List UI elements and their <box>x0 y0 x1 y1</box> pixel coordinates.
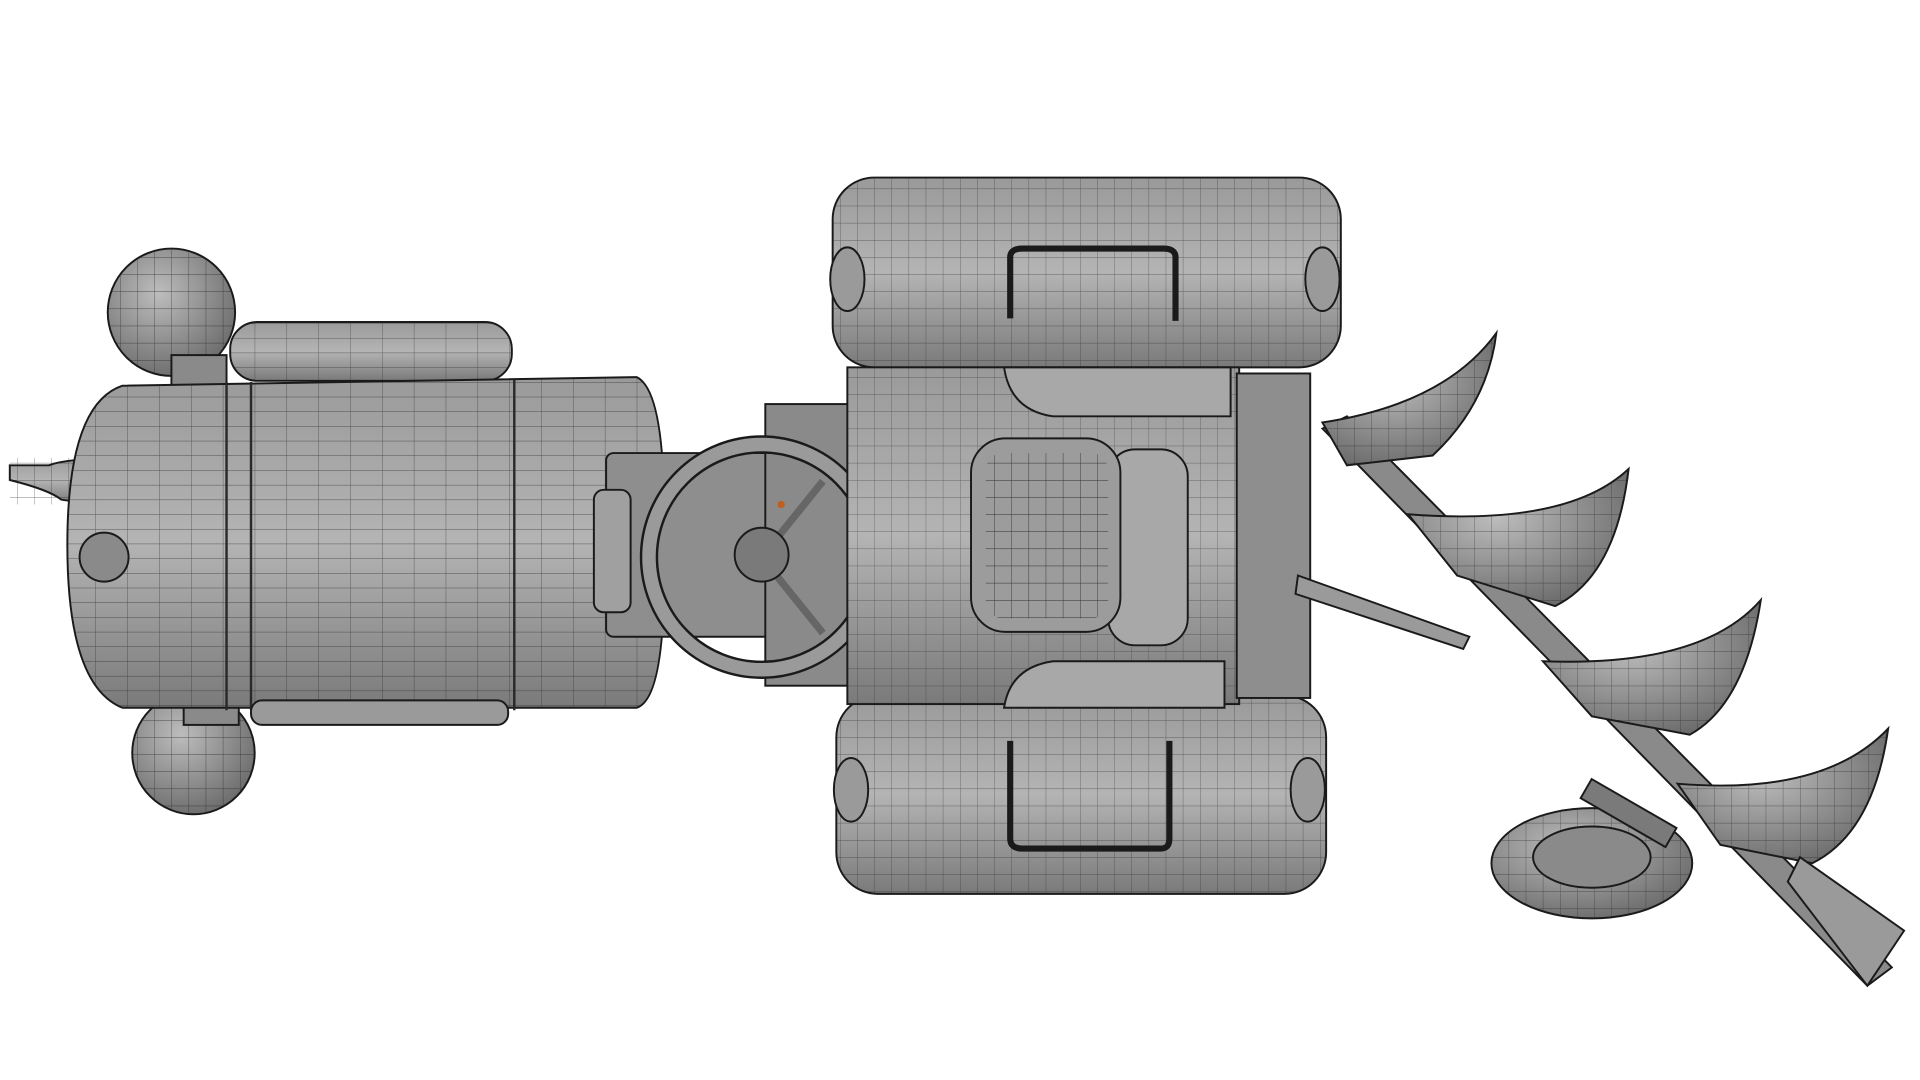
gauge-wheel <box>1490 777 1694 920</box>
seat <box>970 437 1189 647</box>
indicator-light <box>777 500 785 509</box>
engine-hood <box>66 376 666 726</box>
mouldboard <box>1320 329 1890 865</box>
rear-wheel-left <box>829 176 1342 369</box>
plough <box>1294 329 1906 988</box>
spare-tire <box>229 321 513 382</box>
front-wheel-left <box>106 247 237 387</box>
front-wheel-right <box>131 690 256 816</box>
rear-wheel-right <box>832 694 1328 895</box>
